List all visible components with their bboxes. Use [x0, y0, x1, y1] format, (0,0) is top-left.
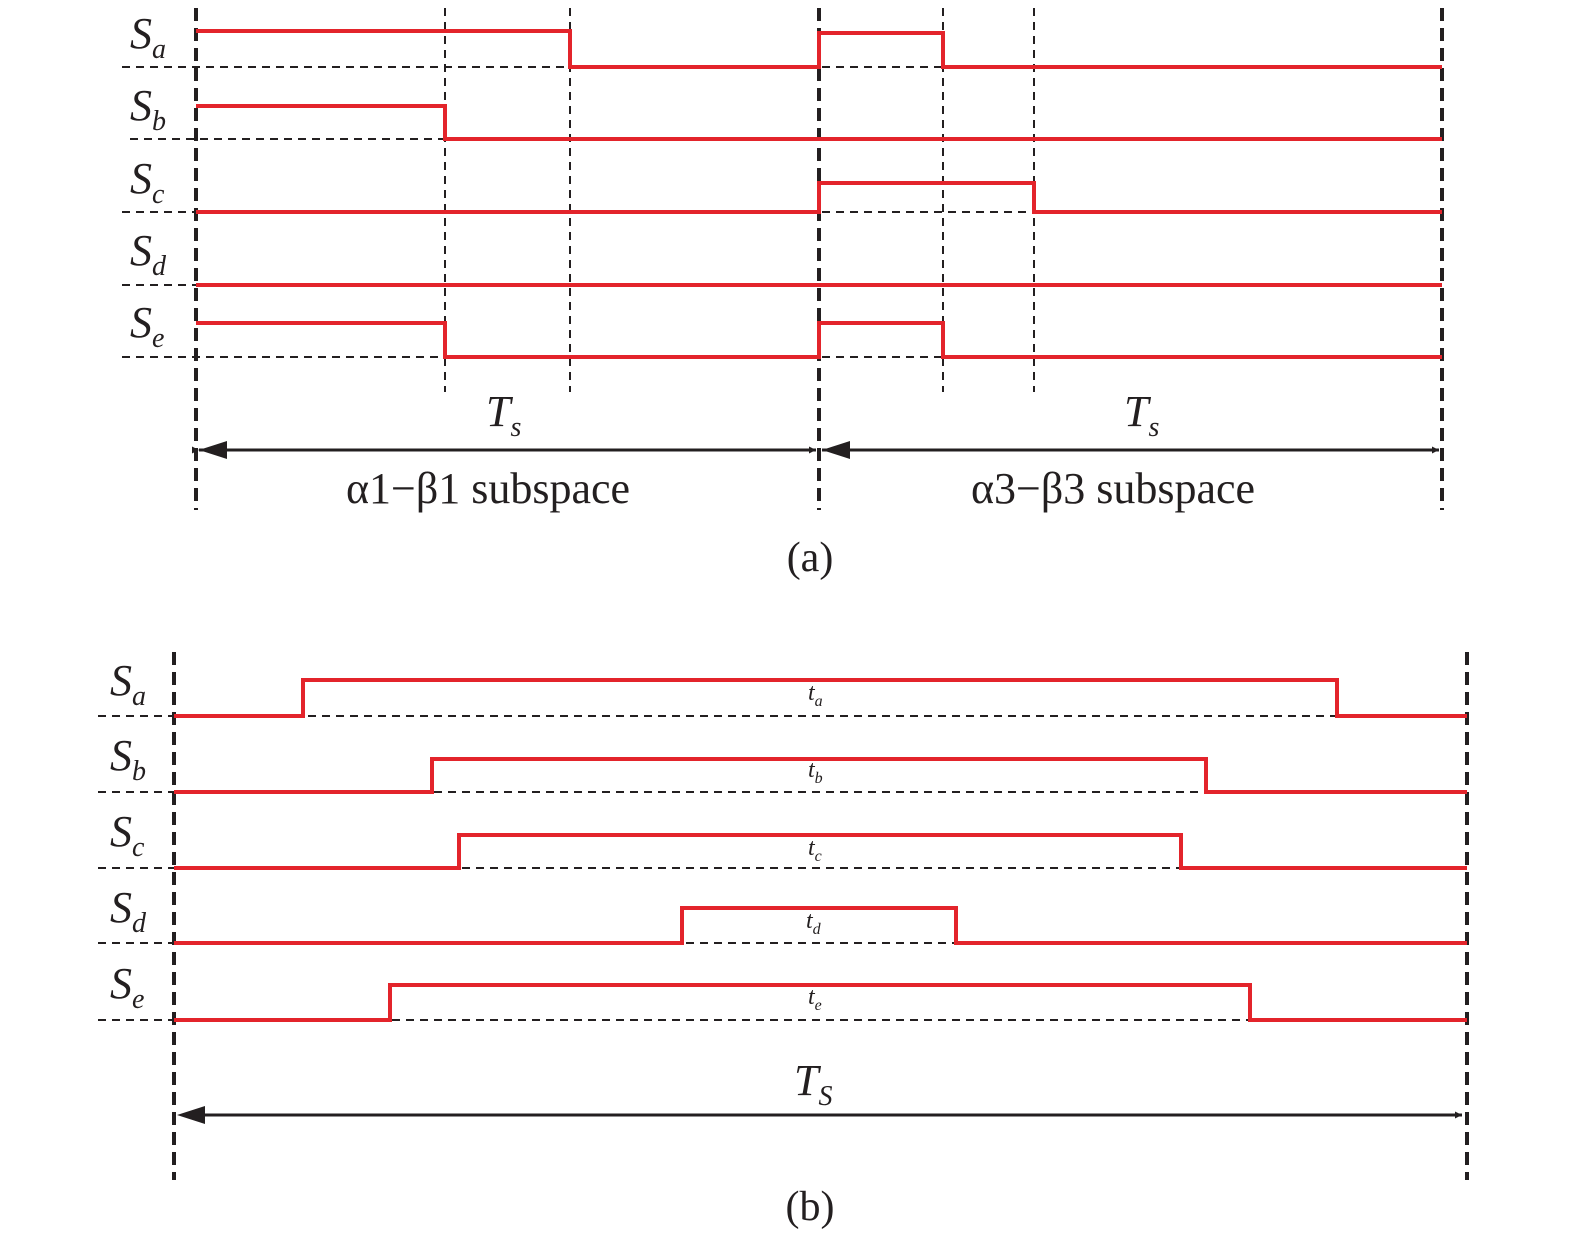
signal-label-a-se: Se — [130, 298, 164, 354]
signal-label-a-sd: Sd — [130, 226, 167, 282]
panel-b: Sa Sb Sc Sd Se ta tb tc td te TS (b) — [98, 652, 1469, 1230]
subspace-label-right: α3−β3 subspace — [971, 464, 1255, 513]
waveform-a-se — [196, 321, 1442, 359]
period-label-b: TS — [794, 1056, 832, 1112]
signal-label-a-sb: Sb — [130, 81, 166, 137]
signal-label-a-sa: Sa — [130, 9, 166, 65]
arrowhead-a-left-start — [199, 441, 227, 459]
signal-label-a-sc: Sc — [130, 154, 165, 210]
panel-b-waveforms — [174, 678, 1467, 1022]
signal-label-b-sb: Sb — [110, 731, 146, 787]
duration-label-tc: tc — [808, 835, 822, 865]
period-label-a-left: Ts — [486, 387, 521, 443]
waveform-a-sb — [196, 104, 1442, 141]
waveform-b-sc — [174, 833, 1467, 870]
period-label-a-right: Ts — [1124, 387, 1159, 443]
panel-a-switch-markers — [444, 8, 1035, 392]
signal-label-b-sc: Sc — [110, 807, 145, 863]
arrowhead-b-start — [177, 1106, 205, 1124]
arrowhead-a-right-start — [822, 441, 850, 459]
panel-a: Sa Sb Sc Sd Se Ts Ts α1−β1 subspace α3−β… — [122, 8, 1444, 581]
duration-label-tb: tb — [808, 757, 823, 787]
waveform-b-sa — [174, 678, 1467, 718]
waveform-b-se — [174, 983, 1467, 1022]
panel-b-boundaries — [172, 652, 1469, 1180]
signal-label-b-sa: Sa — [110, 656, 146, 712]
duration-label-td: td — [806, 908, 822, 938]
signal-label-b-sd: Sd — [110, 883, 147, 939]
duration-label-ta: ta — [808, 680, 823, 710]
duration-label-te: te — [808, 984, 822, 1014]
waveform-b-sb — [174, 757, 1467, 794]
panel-a-boundaries — [194, 8, 1444, 510]
waveform-b-sd — [174, 906, 1467, 945]
panel-a-waveforms — [196, 29, 1442, 359]
subspace-label-left: α1−β1 subspace — [346, 464, 630, 513]
waveform-a-sa — [196, 29, 1442, 69]
caption-a: (a) — [787, 535, 834, 581]
waveform-a-sc — [196, 181, 1442, 214]
caption-b: (b) — [786, 1184, 835, 1230]
signal-label-b-se: Se — [110, 959, 144, 1015]
